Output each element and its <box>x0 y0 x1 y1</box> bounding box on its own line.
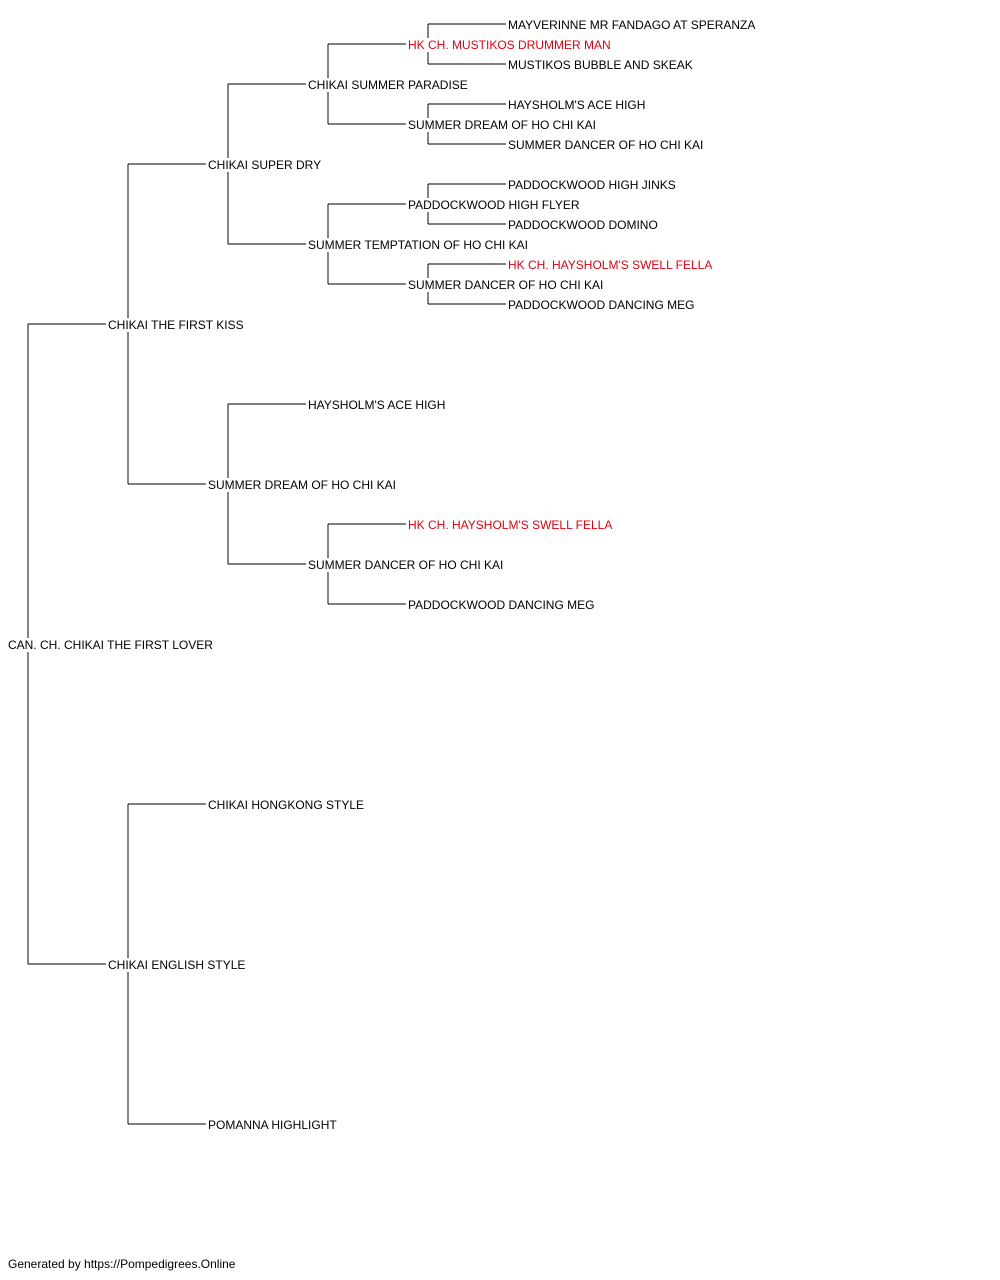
generated-by-footer: Generated by https://Pompedigrees.Online <box>8 1257 236 1271</box>
pedigree-dog-name: CHIKAI THE FIRST KISS <box>108 318 246 332</box>
pedigree-dog-name: HAYSHOLM'S ACE HIGH <box>308 398 448 412</box>
pedigree-dog-name: HK CH. HAYSHOLM'S SWELL FELLA <box>408 518 615 532</box>
pedigree-dog-name: SUMMER DANCER OF HO CHI KAI <box>408 278 606 292</box>
pedigree-dog-name: MAYVERINNE MR FANDAGO AT SPERANZA <box>508 18 758 32</box>
pedigree-dog-name: PADDOCKWOOD HIGH JINKS <box>508 178 678 192</box>
pedigree-dog-name: HK CH. HAYSHOLM'S SWELL FELLA <box>508 258 715 272</box>
pedigree-dog-name: PADDOCKWOOD HIGH FLYER <box>408 198 582 212</box>
pedigree-dog-name: CHIKAI SUMMER PARADISE <box>308 78 470 92</box>
pedigree-dog-name: POMANNA HIGHLIGHT <box>208 1118 339 1132</box>
pedigree-dog-name: CHIKAI HONGKONG STYLE <box>208 798 367 812</box>
pedigree-dog-name: CHIKAI SUPER DRY <box>208 158 324 172</box>
pedigree-dog-name: SUMMER DREAM OF HO CHI KAI <box>208 478 399 492</box>
pedigree-dog-name: SUMMER DREAM OF HO CHI KAI <box>408 118 599 132</box>
pedigree-dog-name: HAYSHOLM'S ACE HIGH <box>508 98 648 112</box>
pedigree-dog-name: SUMMER DANCER OF HO CHI KAI <box>508 138 706 152</box>
pedigree-dog-name: PADDOCKWOOD DANCING MEG <box>408 598 597 612</box>
pedigree-dog-name: SUMMER DANCER OF HO CHI KAI <box>308 558 506 572</box>
pedigree-dog-name: PADDOCKWOOD DANCING MEG <box>508 298 697 312</box>
pedigree-dog-name: PADDOCKWOOD DOMINO <box>508 218 660 232</box>
pedigree-dog-name: CHIKAI ENGLISH STYLE <box>108 958 248 972</box>
pedigree-dog-name: SUMMER TEMPTATION OF HO CHI KAI <box>308 238 531 252</box>
pedigree-dog-name: CAN. CH. CHIKAI THE FIRST LOVER <box>8 638 215 652</box>
pedigree-dog-name: MUSTIKOS BUBBLE AND SKEAK <box>508 58 695 72</box>
pedigree-dog-name: HK CH. MUSTIKOS DRUMMER MAN <box>408 38 613 52</box>
